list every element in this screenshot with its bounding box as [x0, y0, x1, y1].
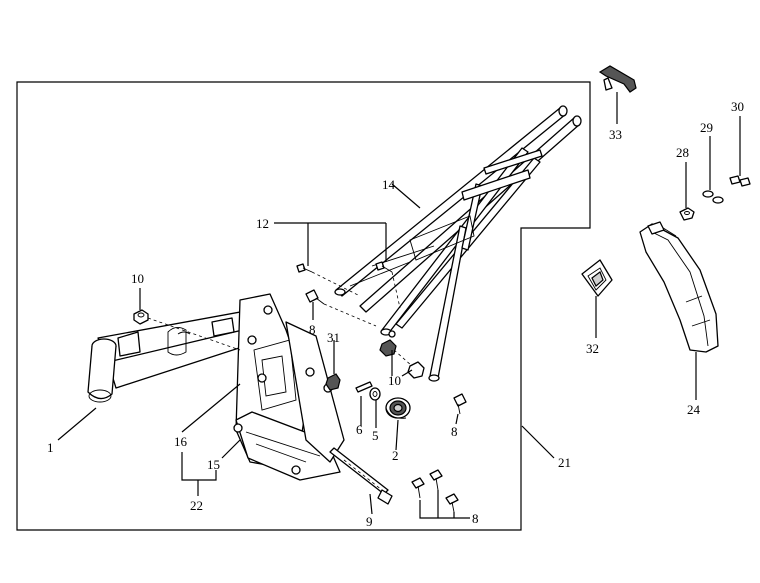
callout-labels: 1 10 12 8 14 31 10 6 5 2 8 16 15 22 9 8 … — [47, 99, 744, 529]
bolt-part-12a[interactable] — [296, 263, 313, 273]
clip-part-33[interactable] — [598, 65, 637, 93]
callout-22: 22 — [190, 498, 203, 513]
callout-10-center: 10 — [388, 373, 401, 388]
callout-6: 6 — [356, 422, 363, 437]
fender-part-24[interactable] — [639, 221, 719, 353]
bolt-part-8-upper[interactable] — [305, 289, 325, 305]
callout-29: 29 — [700, 120, 713, 135]
callout-28: 28 — [676, 145, 689, 160]
callout-16: 16 — [174, 434, 188, 449]
bushing-part-2[interactable] — [385, 397, 411, 419]
bolt-part-8-right[interactable] — [453, 393, 467, 415]
callout-31: 31 — [327, 330, 340, 345]
callout-2: 2 — [392, 448, 399, 463]
callout-15: 15 — [207, 457, 220, 472]
nut-part-10-center[interactable] — [379, 339, 425, 379]
screw-part-30[interactable] — [729, 175, 751, 187]
bracket-part-32[interactable] — [581, 259, 613, 297]
callout-8-bottom: 8 — [472, 511, 479, 526]
nut-part-28[interactable] — [679, 207, 695, 221]
bolt-part-9[interactable] — [329, 447, 393, 505]
callout-21: 21 — [558, 455, 571, 470]
callout-14: 14 — [382, 177, 396, 192]
callout-8-right: 8 — [451, 424, 458, 439]
callout-9: 9 — [366, 514, 373, 529]
callout-8-upper: 8 — [309, 322, 316, 337]
main-frame-part[interactable] — [87, 293, 345, 481]
nut-part-31[interactable] — [325, 373, 341, 391]
washer-part-5[interactable] — [369, 387, 381, 401]
pin-part-6[interactable] — [355, 381, 373, 393]
leader-lines — [57, 92, 741, 519]
sub-frame-part[interactable] — [334, 105, 582, 382]
callout-12: 12 — [256, 216, 269, 231]
callout-24: 24 — [687, 402, 701, 417]
nut-part-10-left[interactable] — [133, 309, 149, 325]
callout-10-left: 10 — [131, 271, 144, 286]
callout-5: 5 — [372, 428, 379, 443]
callout-32: 32 — [586, 341, 599, 356]
callout-30: 30 — [731, 99, 744, 114]
bolt-group-8-bottom[interactable] — [411, 469, 459, 513]
callout-33: 33 — [609, 127, 622, 142]
washer-part-29[interactable] — [702, 190, 724, 204]
callout-1: 1 — [47, 440, 54, 455]
bolt-part-12b[interactable] — [375, 261, 393, 273]
assembly-boundary — [16, 81, 591, 531]
